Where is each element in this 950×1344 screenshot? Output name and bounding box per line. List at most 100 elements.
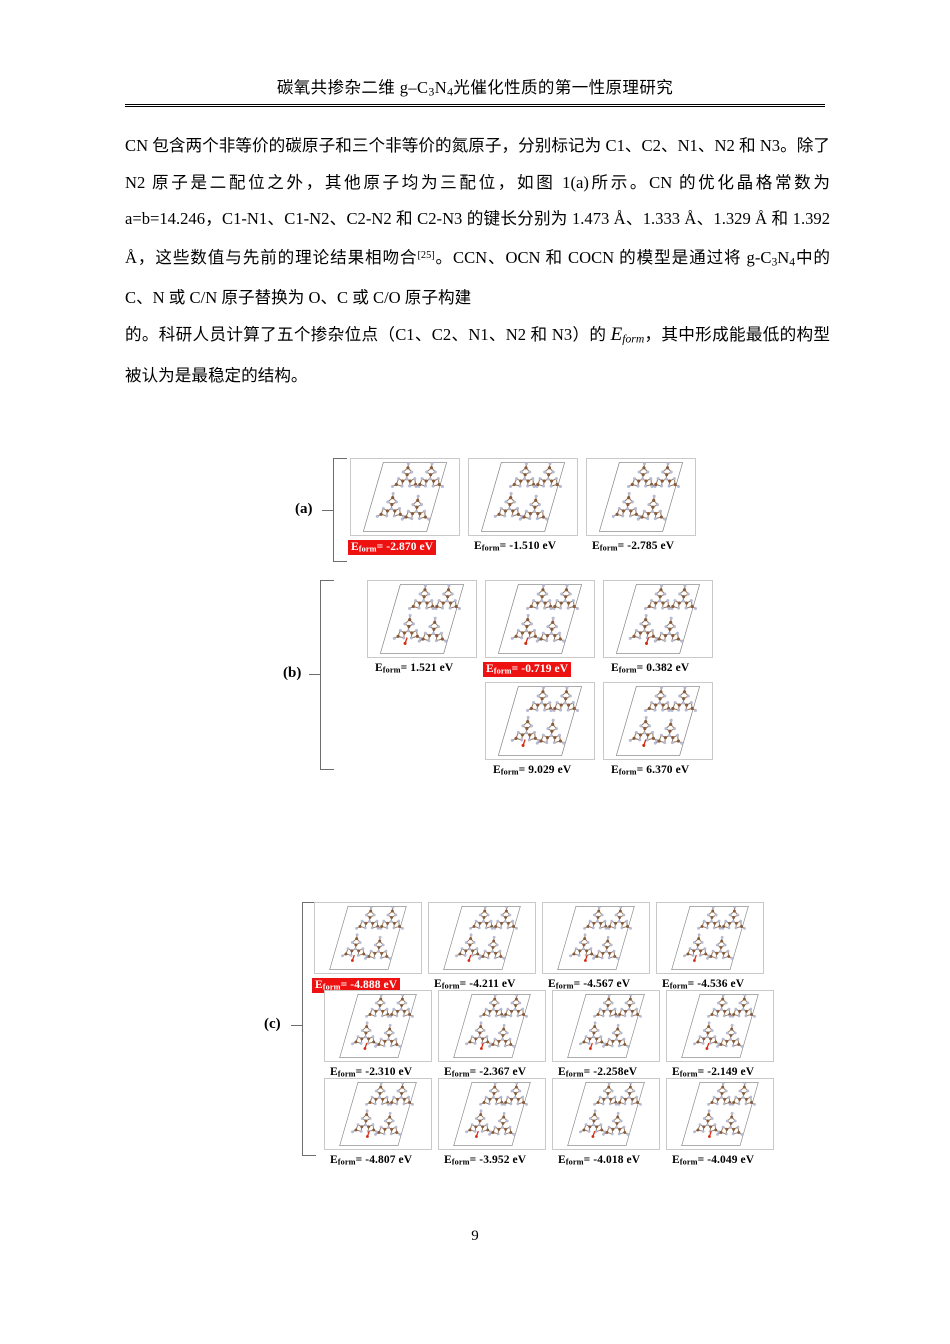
- eform-operator: =: [355, 1066, 366, 1078]
- eform-operator: =: [511, 663, 522, 675]
- eform-symbol: E: [330, 1154, 338, 1166]
- page-number: 9: [471, 1228, 479, 1244]
- panel-c-bracket: [302, 902, 316, 1156]
- eform-subscript: form: [481, 543, 500, 553]
- panel-a-bracket: [333, 458, 347, 562]
- text-segment-0: CN 包含两个非等价的碳原子和三个非等价的氮原子，分别标记为 C1、C2、N1、…: [125, 136, 830, 267]
- eform-value: -4.567: [583, 978, 614, 990]
- eform-value: -2.367: [479, 1066, 510, 1078]
- page-header: 碳氧共掺杂二维 g–C3N4光催化性质的第一性原理研究: [125, 78, 825, 99]
- header-title-sub-4: 4: [447, 84, 454, 99]
- eform-subscript: form: [669, 981, 688, 991]
- eform-symbol: E: [548, 978, 556, 990]
- eform-operator: =: [573, 978, 584, 990]
- text-segment-5: 4: [789, 254, 796, 268]
- eform-symbol: E: [611, 764, 619, 776]
- eform-symbol: E: [486, 663, 494, 675]
- eform-value: 1.521: [410, 662, 437, 674]
- structure-cell: [350, 458, 460, 536]
- eform-unit: eV: [436, 662, 454, 674]
- eform-symbol: E: [672, 1154, 680, 1166]
- text-segment-6: 中的 C、N 或 C/N 原子替换为 O、C 或 C/O 原子构建: [125, 247, 831, 308]
- eform-operator: =: [697, 1066, 708, 1078]
- structure-cell: [468, 458, 578, 536]
- eform-subscript: form: [679, 1069, 698, 1079]
- structure-cell: [314, 902, 422, 974]
- eform-value: -2.149: [707, 1066, 738, 1078]
- eform-value: -4.049: [707, 1154, 738, 1166]
- text-segment-4: N: [777, 247, 790, 267]
- eform-subscript: form: [565, 1069, 584, 1079]
- structure-cell: [438, 1078, 546, 1150]
- eform-label: Eform= -2.258eV: [558, 1066, 637, 1079]
- eform-operator: =: [400, 662, 411, 674]
- text-segment-2: 。CCN、OCN 和 COCN 的模型是通过将 g-C: [434, 247, 772, 267]
- eform-label: Eform= -4.211 eV: [434, 978, 516, 991]
- eform-symbol: E: [444, 1066, 452, 1078]
- eform-subscript: form: [322, 982, 341, 992]
- eform-symbol: E: [434, 978, 442, 990]
- eform-value: -2.785: [627, 540, 658, 552]
- eform-subscript: form: [493, 666, 512, 676]
- eform-unit: eV: [395, 1066, 413, 1078]
- eform-value: 0.382: [646, 662, 673, 674]
- text-segment-1: E: [610, 323, 623, 345]
- eform-label: Eform= -4.807 eV: [330, 1154, 412, 1167]
- panel-label-c: (c): [264, 1016, 281, 1032]
- header-title-sub-3: 3: [428, 84, 435, 99]
- eform-subscript: form: [451, 1157, 470, 1167]
- eform-operator: =: [518, 764, 529, 776]
- eform-symbol: E: [672, 1066, 680, 1078]
- structure-cell: [485, 682, 595, 760]
- header-divider-rule: [125, 104, 825, 107]
- eform-label: Eform= 0.382 eV: [611, 662, 689, 675]
- eform-operator: =: [340, 979, 351, 991]
- eform-subscript: form: [599, 543, 618, 553]
- eform-value: -4.536: [697, 978, 728, 990]
- structure-cell: [324, 990, 432, 1062]
- eform-value: 6.370: [646, 764, 673, 776]
- eform-subscript: form: [337, 1069, 356, 1079]
- eform-value: -4.211: [469, 978, 499, 990]
- panel-c-bracket-tick: [291, 1025, 303, 1026]
- eform-operator: =: [583, 1066, 594, 1078]
- structure-cell: [542, 902, 650, 974]
- eform-unit: eV: [539, 540, 557, 552]
- eform-unit: eV: [509, 1066, 527, 1078]
- eform-operator: =: [687, 978, 698, 990]
- eform-operator: =: [469, 1154, 480, 1166]
- eform-label: Eform= -3.952 eV: [444, 1154, 526, 1167]
- panel-label-b: (b): [283, 665, 302, 681]
- structure-cell: [324, 1078, 432, 1150]
- header-title-mid: N: [434, 78, 448, 97]
- eform-symbol: E: [558, 1066, 566, 1078]
- structure-cell: [485, 580, 595, 658]
- eform-symbol: E: [558, 1154, 566, 1166]
- eform-operator: =: [459, 978, 470, 990]
- structure-cell: [438, 990, 546, 1062]
- structure-cell: [552, 990, 660, 1062]
- structure-cell: [603, 682, 713, 760]
- eform-unit: eV: [380, 979, 398, 991]
- panel-b-bracket-tick: [309, 674, 321, 675]
- eform-operator: =: [636, 662, 647, 674]
- structure-cell: [552, 1078, 660, 1150]
- eform-unit: eV: [727, 978, 745, 990]
- eform-label: Eform= -4.049 eV: [672, 1154, 754, 1167]
- eform-unit: eV: [623, 1154, 641, 1166]
- eform-operator: =: [499, 540, 510, 552]
- structure-cell: [666, 990, 774, 1062]
- eform-subscript: form: [679, 1157, 698, 1167]
- eform-unit: eV: [623, 1066, 638, 1078]
- eform-symbol: E: [330, 1066, 338, 1078]
- eform-subscript: form: [618, 665, 637, 675]
- eform-label-highlighted: Eform= -4.888 eV: [312, 978, 401, 994]
- text-segment-0: 的。科研人员计算了五个掺杂位点（C1、C2、N1、N2 和 N3）的: [125, 324, 611, 344]
- eform-label: Eform= 1.521 eV: [375, 662, 453, 675]
- text-segment-2: form: [622, 332, 645, 346]
- eform-symbol: E: [662, 978, 670, 990]
- eform-label: Eform= -2.149 eV: [672, 1066, 754, 1079]
